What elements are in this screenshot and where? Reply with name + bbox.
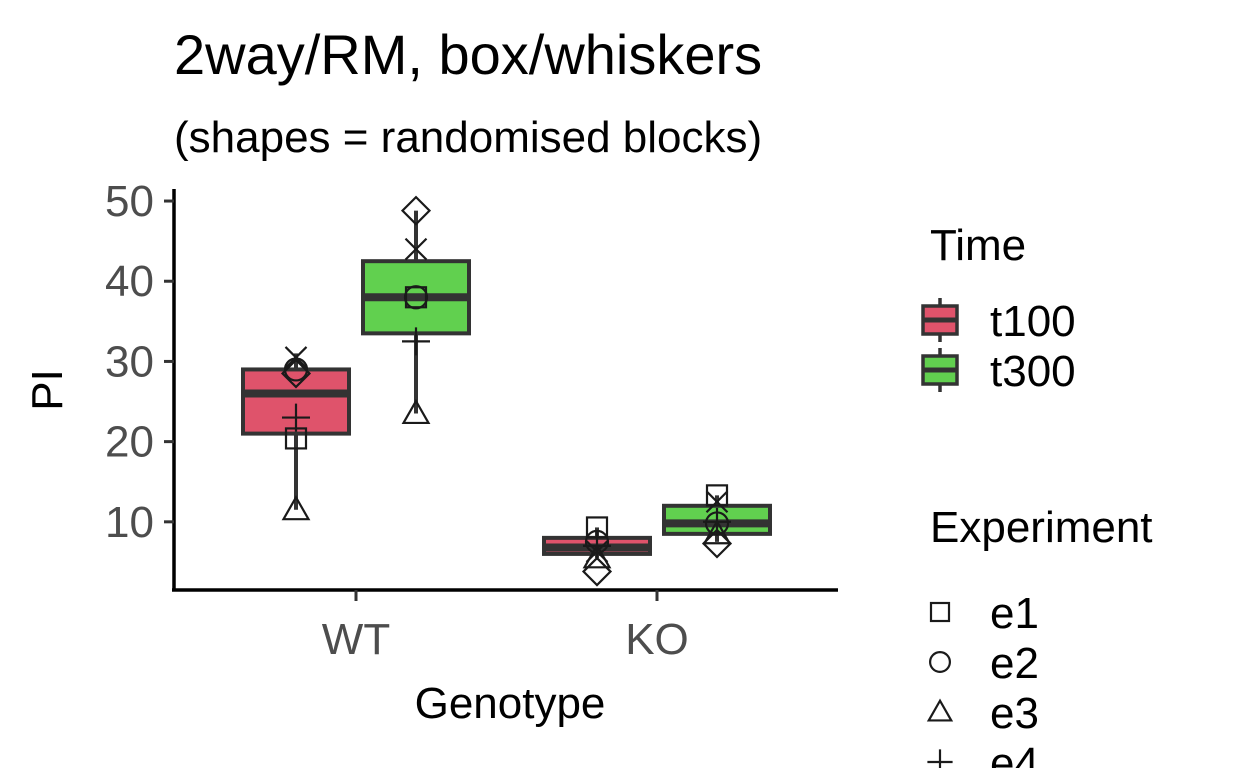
chart-subtitle: (shapes = randomised blocks) (174, 113, 762, 162)
legend-key-plus (927, 749, 953, 768)
box-t300-WT (361, 210, 471, 414)
data-point-cross (705, 490, 729, 514)
data-point-triangle (702, 519, 732, 545)
box-t100-WT (241, 353, 351, 510)
x-tick-label: KO (625, 615, 689, 664)
y-axis-title: PI (23, 369, 72, 411)
y-axis-ticks: 10 20 30 40 50 (105, 177, 174, 547)
shape-legend-item-e4: e4 (927, 739, 1039, 768)
x-axis-title: Genotype (415, 679, 606, 728)
data-point-cross (284, 346, 308, 369)
x-axis-ticks: WT KO (322, 590, 689, 664)
y-tick-label: 10 (105, 498, 154, 547)
shape-legend-title: Experiment (930, 503, 1153, 552)
data-point-cross (404, 237, 428, 261)
data-point-diamond (280, 358, 312, 389)
shape-legend-label: e1 (990, 589, 1039, 638)
data-point-plus (583, 531, 611, 560)
shape-legend-item-e1: e1 (929, 589, 1039, 638)
data-point-diamond (701, 528, 733, 559)
data-point-diamond (400, 195, 432, 226)
y-tick-label: 20 (105, 418, 154, 467)
shape-legend-item-e3: e3 (926, 689, 1039, 738)
plot-area (241, 195, 772, 587)
shape-legend-item-e2: e2 (928, 639, 1039, 688)
legend-key-square (929, 601, 951, 623)
fill-legend-label: t300 (990, 347, 1076, 396)
y-tick-label: 40 (105, 257, 154, 306)
shape-legend-label: e2 (990, 639, 1039, 688)
fill-legend-item-t100: t100 (921, 297, 1076, 346)
chart-title: 2way/RM, box/whiskers (174, 23, 762, 86)
shape-legend-label: e4 (990, 739, 1039, 768)
fill-legend-label: t100 (990, 297, 1076, 346)
fill-legend-title: Time (930, 221, 1026, 270)
y-tick-label: 30 (105, 337, 154, 386)
data-point-square (705, 484, 729, 507)
data-point-circle (403, 285, 429, 310)
x-tick-label: WT (322, 615, 390, 664)
data-point-triangle (281, 495, 311, 521)
data-point-plus (402, 327, 430, 356)
data-point-diamond (581, 556, 613, 587)
y-tick-label: 50 (105, 177, 154, 226)
data-point-cross (585, 540, 609, 563)
legend-key-circle (928, 650, 951, 673)
legend-key-triangle (926, 698, 954, 722)
data-point-triangle (401, 398, 431, 425)
shape-legend-label: e3 (990, 689, 1039, 738)
data-point-plus (282, 403, 310, 432)
fill-legend-item-t300: t300 (921, 347, 1076, 396)
